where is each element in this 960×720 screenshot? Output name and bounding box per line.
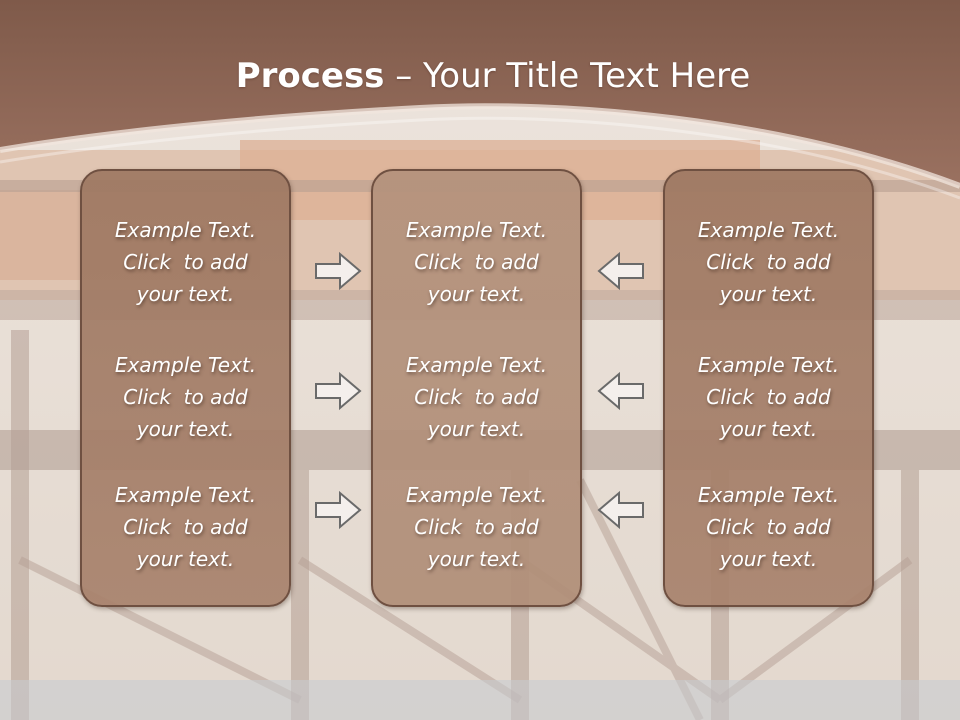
text-line: Click to add bbox=[123, 250, 248, 274]
text-line: Click to add bbox=[123, 515, 248, 539]
title-rest: – Your Title Text Here bbox=[384, 56, 751, 96]
text-block[interactable]: Example Text. Click to add your text. bbox=[82, 479, 289, 575]
text-line: Example Text. bbox=[697, 353, 840, 377]
text-line: Example Text. bbox=[114, 218, 257, 242]
text-block[interactable]: Example Text. Click to add your text. bbox=[665, 214, 872, 310]
text-line: Example Text. bbox=[114, 483, 257, 507]
text-line: your text. bbox=[136, 417, 235, 441]
text-block[interactable]: Example Text. Click to add your text. bbox=[665, 479, 872, 575]
slide-title[interactable]: Process – Your Title Text Here bbox=[0, 54, 960, 98]
text-line: Example Text. bbox=[405, 218, 548, 242]
text-line: your text. bbox=[136, 547, 235, 571]
text-block[interactable]: Example Text. Click to add your text. bbox=[82, 349, 289, 445]
text-line: Click to add bbox=[706, 515, 831, 539]
text-block[interactable]: Example Text. Click to add your text. bbox=[373, 349, 580, 445]
text-block[interactable]: Example Text. Click to add your text. bbox=[373, 214, 580, 310]
text-line: your text. bbox=[136, 282, 235, 306]
text-line: Click to add bbox=[414, 250, 539, 274]
text-block[interactable]: Example Text. Click to add your text. bbox=[665, 349, 872, 445]
title-bold: Process bbox=[235, 56, 385, 96]
text-line: Example Text. bbox=[114, 353, 257, 377]
arrow-right-icon[interactable] bbox=[314, 490, 362, 530]
arrow-left-icon[interactable] bbox=[597, 371, 645, 411]
arrow-right-icon[interactable] bbox=[314, 251, 362, 291]
text-block[interactable]: Example Text. Click to add your text. bbox=[373, 479, 580, 575]
text-line: Click to add bbox=[414, 385, 539, 409]
arrow-left-icon[interactable] bbox=[597, 490, 645, 530]
text-line: your text. bbox=[719, 282, 818, 306]
text-block[interactable]: Example Text. Click to add your text. bbox=[82, 214, 289, 310]
text-line: Click to add bbox=[706, 250, 831, 274]
text-line: your text. bbox=[719, 547, 818, 571]
text-line: Click to add bbox=[123, 385, 248, 409]
process-box-left[interactable]: Example Text. Click to add your text. Ex… bbox=[80, 169, 291, 607]
process-box-center[interactable]: Example Text. Click to add your text. Ex… bbox=[371, 169, 582, 607]
text-line: Example Text. bbox=[697, 483, 840, 507]
text-line: Example Text. bbox=[405, 353, 548, 377]
text-line: your text. bbox=[427, 282, 526, 306]
text-line: Example Text. bbox=[405, 483, 548, 507]
text-line: Example Text. bbox=[697, 218, 840, 242]
arrow-right-icon[interactable] bbox=[314, 371, 362, 411]
process-box-right[interactable]: Example Text. Click to add your text. Ex… bbox=[663, 169, 874, 607]
text-line: your text. bbox=[719, 417, 818, 441]
text-line: your text. bbox=[427, 547, 526, 571]
header-band bbox=[0, 0, 960, 200]
text-line: your text. bbox=[427, 417, 526, 441]
arrow-left-icon[interactable] bbox=[597, 251, 645, 291]
text-line: Click to add bbox=[706, 385, 831, 409]
text-line: Click to add bbox=[414, 515, 539, 539]
